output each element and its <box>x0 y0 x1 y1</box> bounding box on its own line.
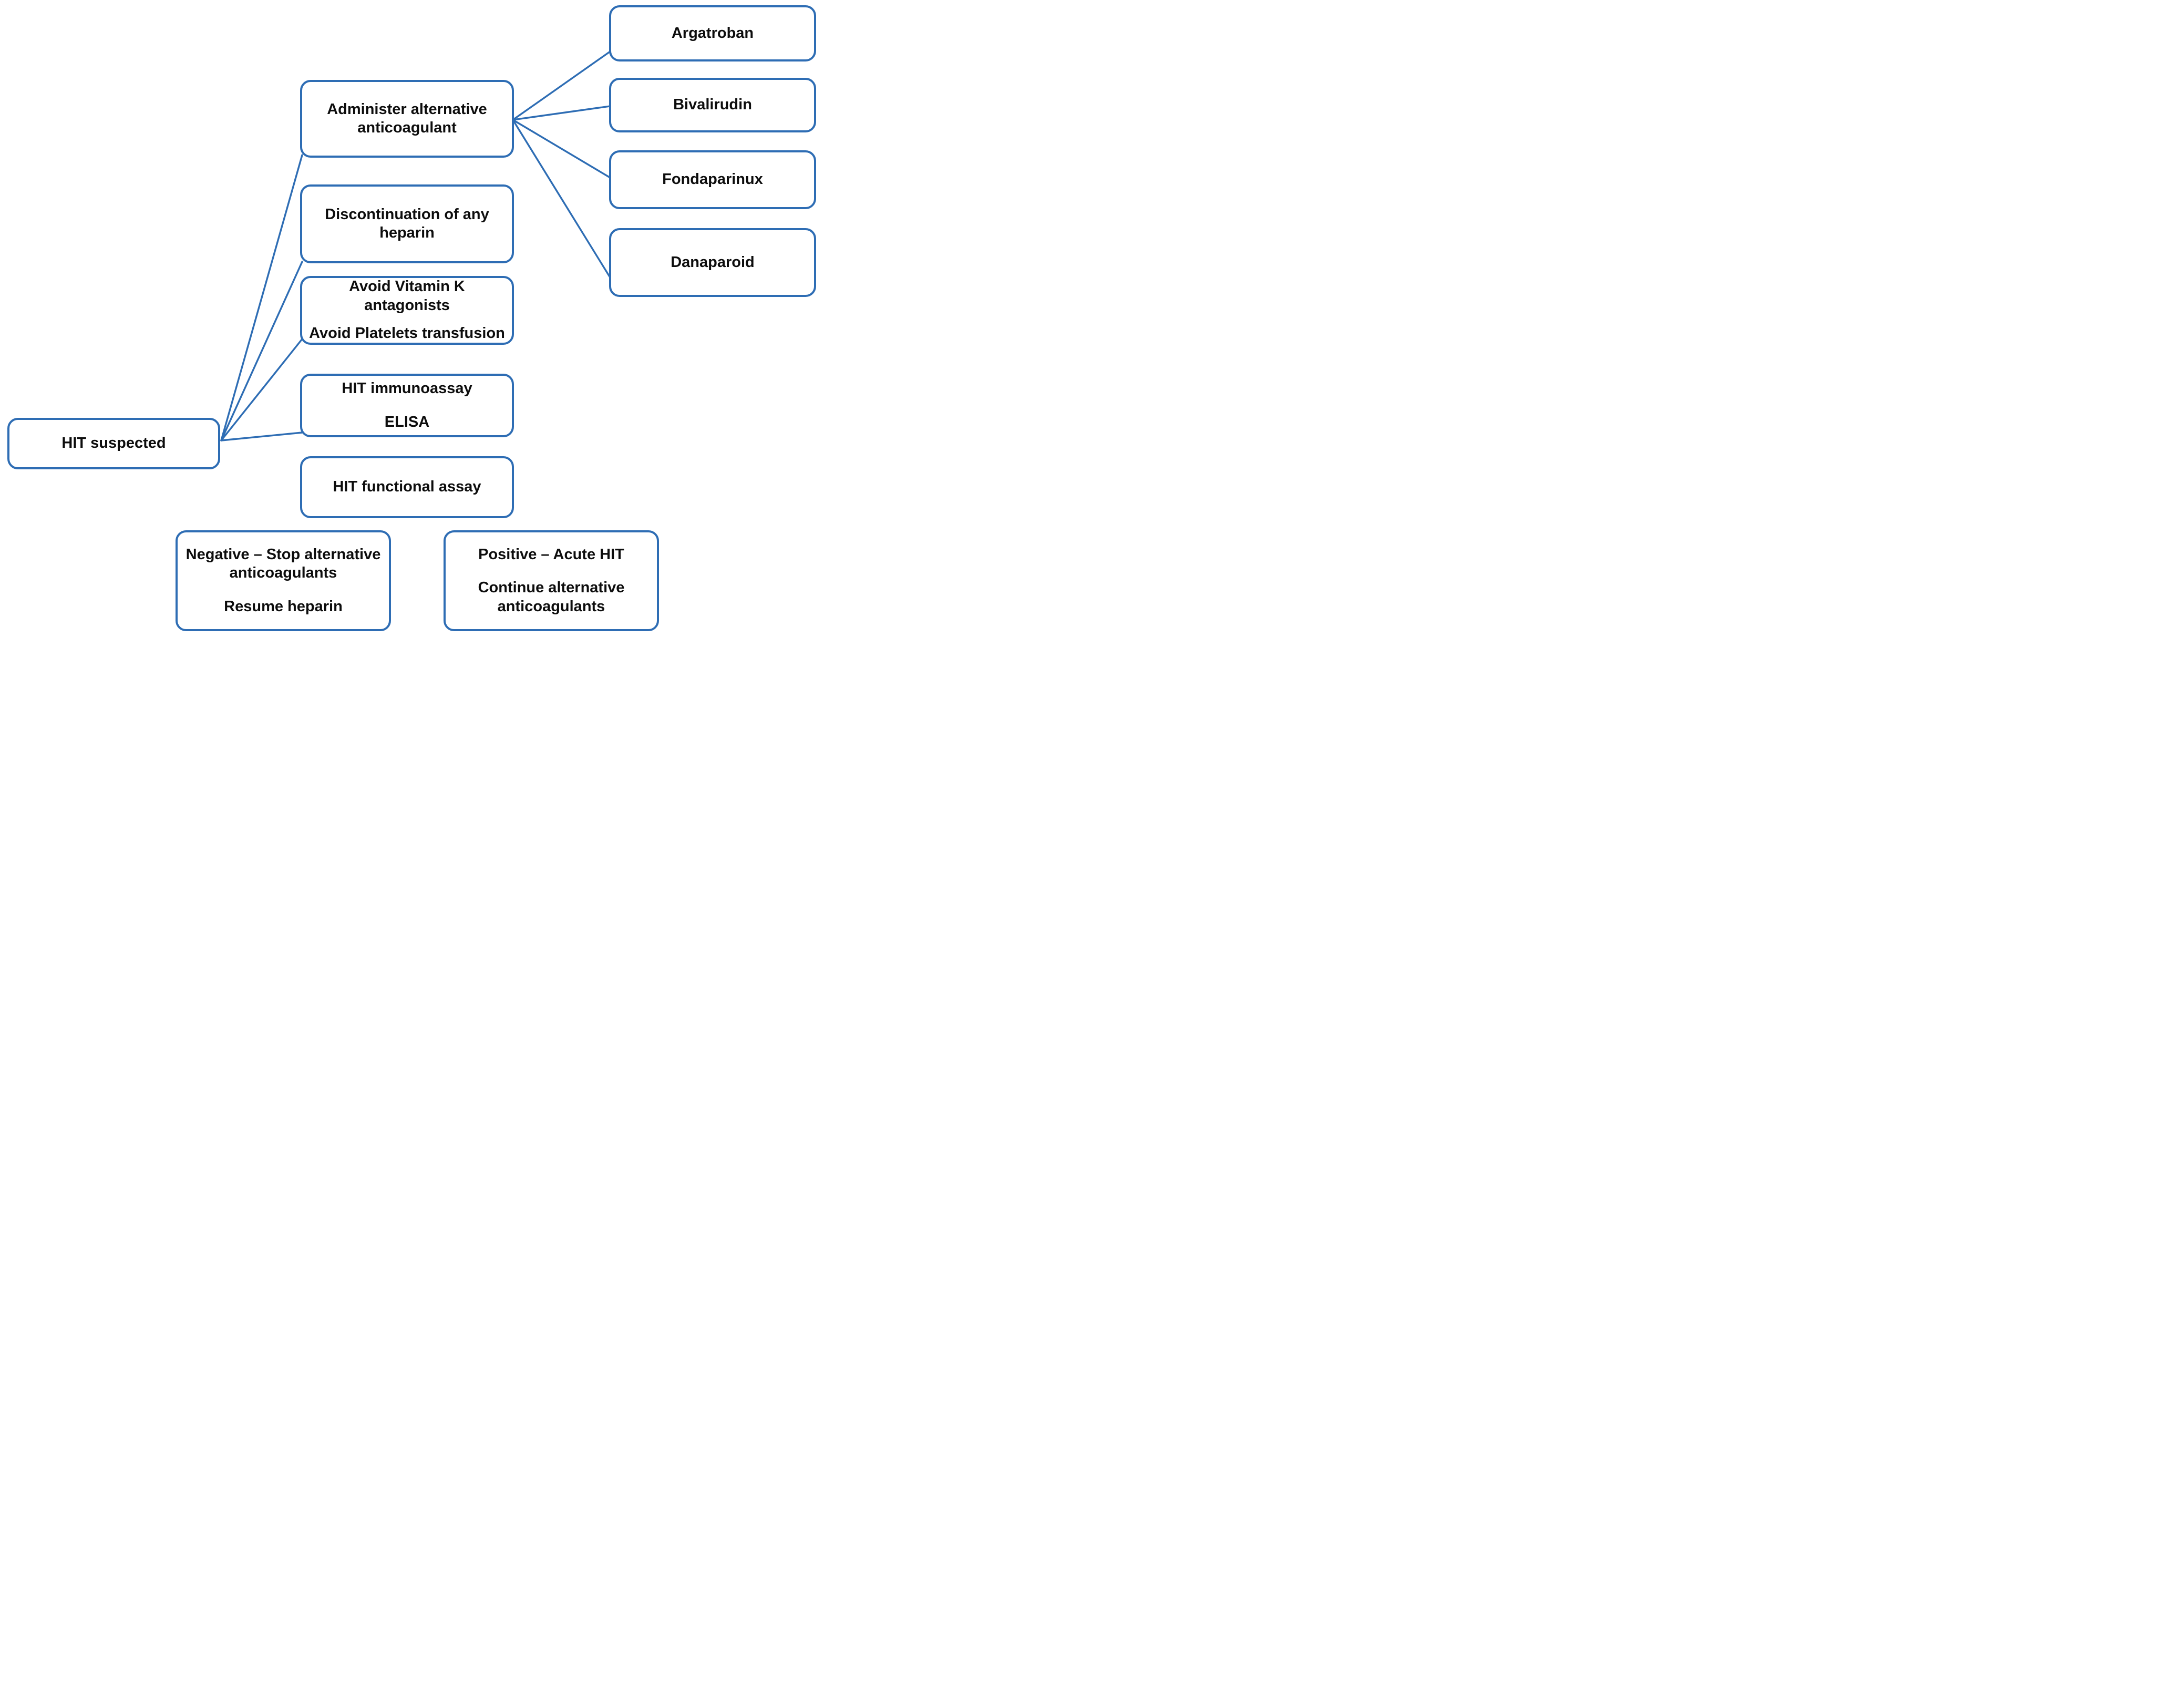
connector-hit-suspected-administer <box>220 154 303 441</box>
node-negative-result-line1: Negative – Stop alternative anticoagulan… <box>186 546 381 582</box>
node-negative-result-line2: Resume heparin <box>224 598 343 615</box>
node-hit-suspected: HIT suspected <box>7 418 220 469</box>
node-avoid-vitamin-k-line2: Avoid Platelets transfusion <box>309 325 505 342</box>
node-fondaparinux: Fondaparinux <box>609 150 816 209</box>
node-danaparoid: Danaparoid <box>609 228 816 297</box>
connector-hit-suspected-immunoassay <box>220 431 303 441</box>
node-hit-suspected-label: HIT suspected <box>61 435 166 452</box>
node-bivalirudin: Bivalirudin <box>609 78 816 132</box>
node-hit-functional-assay-label: HIT functional assay <box>333 478 481 496</box>
node-avoid-vitamin-k-line1: Avoid Vitamin K antagonists <box>349 278 465 314</box>
node-positive-result-line2: Continue alternative anticoagulants <box>478 579 625 615</box>
node-bivalirudin-label: Bivalirudin <box>673 96 752 114</box>
node-argatroban-label: Argatroban <box>671 24 754 42</box>
connector-hit-suspected-avoid <box>220 338 303 441</box>
node-hit-functional-assay: HIT functional assay <box>300 456 514 518</box>
connector-administer-danaparoid <box>512 119 611 279</box>
node-avoid-vitamin-k: Avoid Vitamin K antagonists Avoid Platel… <box>300 276 514 345</box>
node-hit-immunoassay: HIT immunoassay ELISA <box>300 374 514 437</box>
node-administer-label: Administer alternative anticoagulant <box>327 100 487 136</box>
node-danaparoid-label: Danaparoid <box>671 253 755 271</box>
connector-administer-argatroban <box>512 50 611 121</box>
flowchart-canvas: HIT suspected Administer alternative ant… <box>0 0 819 636</box>
node-discontinuation-label: Discontinuation of any heparin <box>325 205 489 241</box>
node-negative-result: Negative – Stop alternative anticoagulan… <box>176 530 391 631</box>
node-argatroban: Argatroban <box>609 5 816 61</box>
node-positive-result-line1: Positive – Acute HIT <box>478 546 624 563</box>
node-discontinuation-of-heparin: Discontinuation of any heparin <box>300 184 514 263</box>
node-hit-immunoassay-line1: HIT immunoassay <box>342 380 472 397</box>
node-positive-result: Positive – Acute HIT Continue alternativ… <box>444 530 659 631</box>
connector-hit-suspected-discontinuation <box>220 261 303 441</box>
connector-administer-fondaparinux <box>512 119 611 179</box>
node-administer-alternative-anticoagulant: Administer alternative anticoagulant <box>300 80 514 158</box>
node-fondaparinux-label: Fondaparinux <box>662 171 763 188</box>
connector-administer-bivalirudin <box>512 105 611 121</box>
node-hit-immunoassay-line2: ELISA <box>384 413 430 430</box>
